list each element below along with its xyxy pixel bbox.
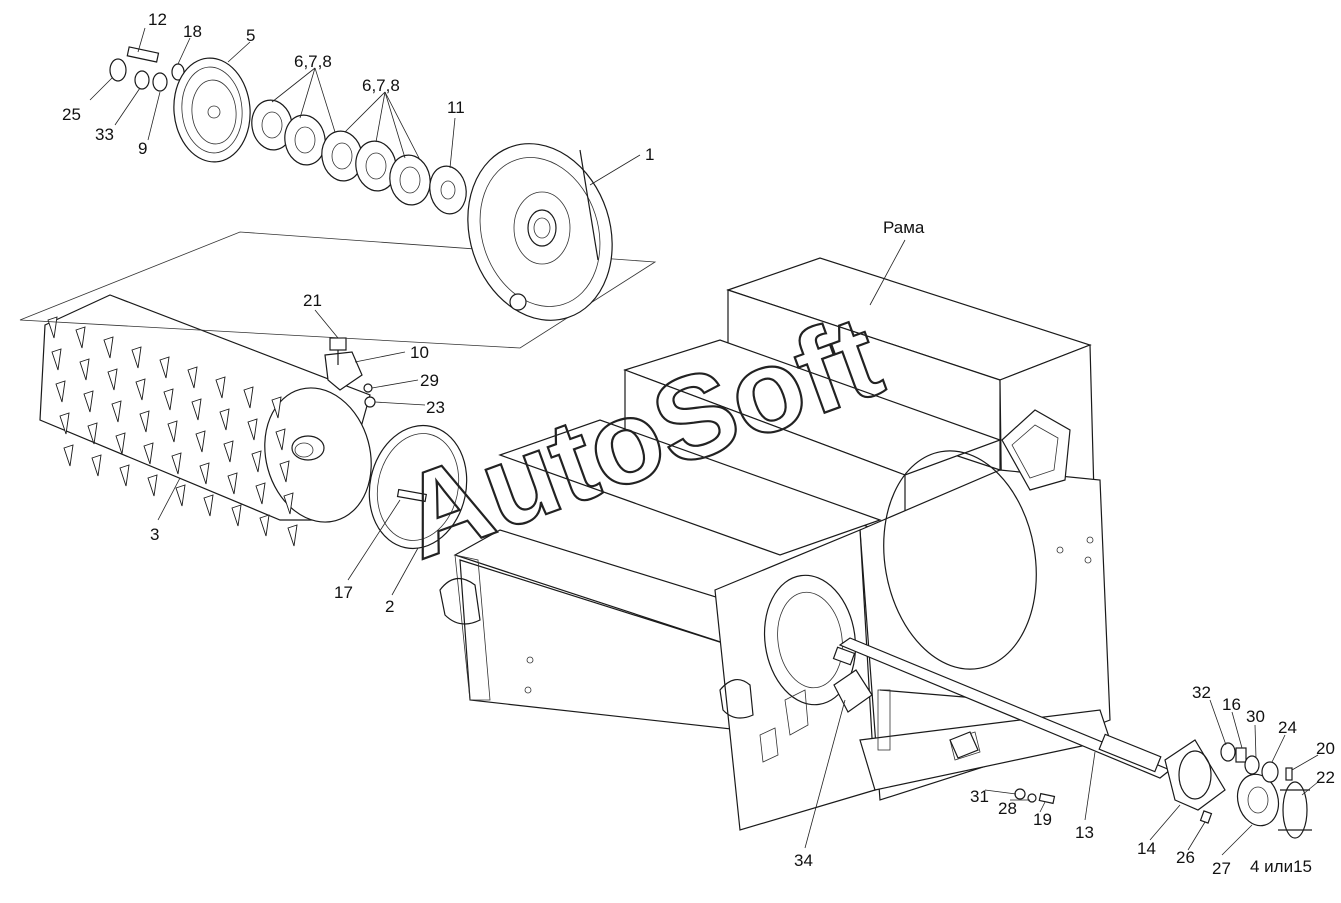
- callout-26: 26: [1176, 848, 1195, 867]
- callout-29: 29: [420, 371, 439, 390]
- knife-blade: [223, 440, 234, 463]
- knife-blade: [171, 452, 182, 475]
- callout-17: 17: [334, 583, 353, 602]
- leader-lines: [89, 27, 1319, 856]
- callout-5: 5: [246, 26, 255, 45]
- callout-13: 13: [1075, 823, 1094, 842]
- bracket-assembly: [324, 337, 376, 408]
- callout-30: 30: [1246, 707, 1265, 726]
- knife-blade: [115, 432, 126, 455]
- knife-blade: [103, 336, 114, 359]
- knife-blade: [227, 472, 238, 495]
- knife-blade: [83, 390, 94, 413]
- callout-4-or-15: 4 или15: [1250, 857, 1312, 876]
- frame-housing: [439, 257, 1111, 831]
- knife-blade: [175, 484, 186, 507]
- drum-knife-blades: [47, 316, 298, 547]
- knife-blade: [119, 464, 130, 487]
- knife-blade: [91, 454, 102, 477]
- knife-blade: [143, 442, 154, 465]
- callout-6-7-8-b: 6,7,8: [362, 76, 400, 95]
- knife-blade: [199, 462, 210, 485]
- knife-blade: [251, 450, 262, 473]
- callout-11: 11: [447, 98, 465, 117]
- callout-25: 25: [62, 105, 81, 124]
- callout-labels: Рама 12 18 5 6,7,8 6,7,8 25 33 9 11 1 21…: [62, 10, 1335, 878]
- knife-blade: [187, 366, 198, 389]
- knife-blade: [255, 482, 266, 505]
- knife-blade: [167, 420, 178, 443]
- callout-22: 22: [1316, 768, 1335, 787]
- knife-blade: [55, 380, 66, 403]
- knife-blade: [131, 346, 142, 369]
- knife-blade: [275, 428, 286, 451]
- callout-10: 10: [410, 343, 429, 362]
- knife-blade: [135, 378, 146, 401]
- knife-blade: [87, 422, 98, 445]
- knife-blade: [259, 514, 270, 537]
- callout-2: 2: [385, 597, 394, 616]
- knife-blade: [111, 400, 122, 423]
- pulley-assembly: [109, 46, 251, 163]
- callout-31: 31: [970, 787, 989, 806]
- callout-21: 21: [303, 291, 322, 310]
- callout-19: 19: [1033, 810, 1052, 829]
- knife-blade: [191, 398, 202, 421]
- side-disc: [368, 424, 468, 550]
- knife-blade: [283, 492, 294, 515]
- knife-blade: [271, 396, 282, 419]
- knife-blade: [147, 474, 158, 497]
- knife-blade: [203, 494, 214, 517]
- callout-14: 14: [1137, 839, 1156, 858]
- knife-blade: [107, 368, 118, 391]
- callout-27: 27: [1212, 859, 1231, 878]
- callout-34: 34: [794, 851, 813, 870]
- callout-23: 23: [426, 398, 445, 417]
- callout-33: 33: [95, 125, 114, 144]
- knife-blade: [287, 524, 298, 547]
- knife-blade: [231, 504, 242, 527]
- callout-24: 24: [1278, 718, 1297, 737]
- knife-blade: [195, 430, 206, 453]
- knife-blade: [215, 376, 226, 399]
- callout-28: 28: [998, 799, 1017, 818]
- knife-blade: [79, 358, 90, 381]
- washer-stack: [251, 99, 431, 206]
- callout-3: 3: [150, 525, 159, 544]
- knife-blade: [139, 410, 150, 433]
- callout-16: 16: [1222, 695, 1241, 714]
- knife-blade: [59, 412, 70, 435]
- callout-1: 1: [645, 145, 654, 164]
- knife-blade: [247, 418, 258, 441]
- knife-blade: [243, 386, 254, 409]
- frame-label: Рама: [883, 218, 925, 237]
- knife-blade: [279, 460, 290, 483]
- knife-blade: [163, 388, 174, 411]
- callout-18: 18: [183, 22, 202, 41]
- knife-blade: [75, 326, 86, 349]
- callout-32: 32: [1192, 683, 1211, 702]
- bearing-housing: [833, 669, 1312, 839]
- rotor-drum: [39, 294, 372, 547]
- knife-blade: [159, 356, 170, 379]
- knife-blade: [63, 444, 74, 467]
- hub-disc: [429, 165, 467, 215]
- callout-20: 20: [1316, 739, 1335, 758]
- callout-9: 9: [138, 139, 147, 158]
- callout-6-7-8-a: 6,7,8: [294, 52, 332, 71]
- drive-flange: [19, 143, 657, 349]
- callout-12: 12: [148, 10, 167, 29]
- knife-blade: [219, 408, 230, 431]
- knife-blade: [51, 348, 62, 371]
